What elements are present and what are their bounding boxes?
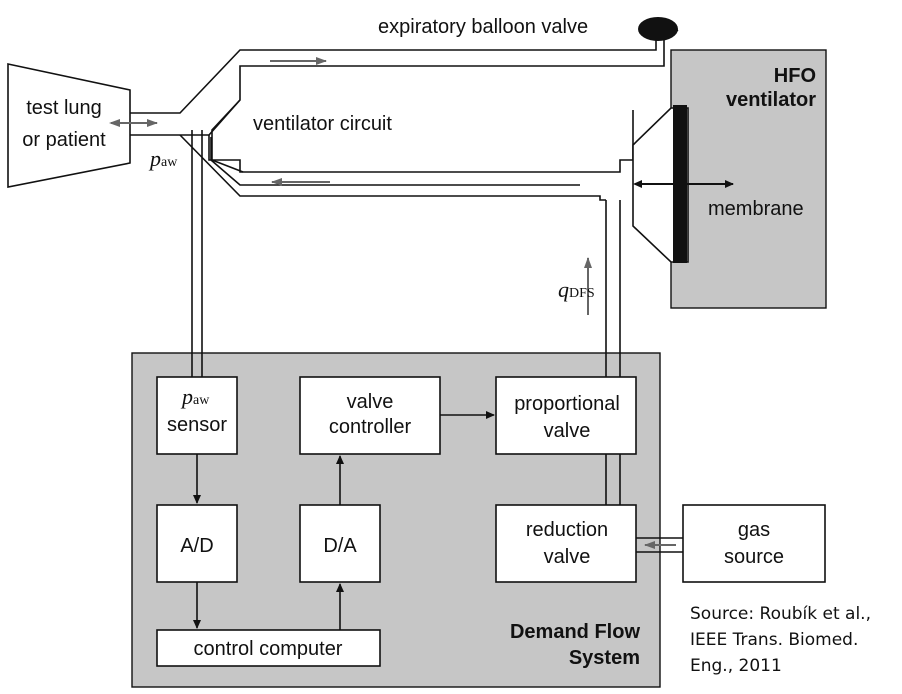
membrane-label: membrane: [708, 198, 804, 220]
source-line1: Source: Roubík et al.,: [690, 604, 871, 624]
reduction-valve-box: [495, 504, 637, 583]
hfo-label-line1: HFO: [774, 65, 816, 87]
source-line3: Eng., 2011: [690, 656, 782, 676]
source-line2: IEEE Trans. Biomed.: [690, 630, 858, 650]
control-computer-box: [156, 629, 381, 667]
test-lung-shape: [7, 63, 131, 188]
ventilator-circuit-label: ventilator circuit: [253, 113, 392, 135]
gas-supply-pipe: [636, 537, 683, 553]
valve-controller-label-line2: controller: [329, 416, 412, 438]
control-computer-label: control computer: [194, 638, 343, 660]
ad-label: A/D: [180, 535, 213, 557]
ad-box: [156, 504, 238, 583]
reduction-valve-label-line2: valve: [544, 546, 591, 568]
hfo-label-line2: ventilator: [726, 89, 816, 111]
circuit-inner-v: [211, 99, 241, 160]
circuit-inner-top: [130, 29, 679, 136]
valve-connection-pipe: [605, 454, 621, 505]
hfo-ventilator-panel: [670, 49, 827, 309]
circuit-inner-return-2: [211, 159, 244, 173]
paw-sensor-label-symbol: paw: [180, 384, 210, 409]
da-label: D/A: [323, 535, 357, 557]
valve-controller-box: [299, 376, 441, 455]
reduction-valve-label-line1: reduction: [526, 519, 608, 541]
paw-label: paw: [148, 146, 178, 171]
dfs-label-line2: System: [569, 647, 640, 669]
dfs-label-line1: Demand Flow: [510, 621, 640, 643]
paw-sensor-label-word: sensor: [167, 414, 227, 436]
proportional-valve-label-line2: valve: [544, 420, 591, 442]
circuit-outer-top: [130, 29, 657, 114]
circuit-bottom-outer: [179, 134, 606, 201]
qdfs-label: qDFS: [558, 277, 595, 302]
proportional-valve-box: [495, 376, 637, 455]
expiratory-valve-label: expiratory balloon valve: [378, 16, 588, 38]
gas-source-box: [682, 504, 826, 583]
valve-controller-label-line1: valve: [347, 391, 394, 413]
gas-source-label-line1: gas: [738, 519, 770, 541]
gas-source-label-line2: source: [724, 546, 784, 568]
test-lung-label-line1: test lung: [26, 97, 102, 119]
expiratory-balloon-valve-icon: [638, 17, 678, 41]
qdfs-line: [605, 200, 621, 377]
paw-sensing-line: [191, 130, 203, 377]
test-lung-label-line2: or patient: [22, 129, 106, 151]
circuit-inner-return: [210, 159, 580, 186]
proportional-valve-label-line1: proportional: [514, 393, 620, 415]
